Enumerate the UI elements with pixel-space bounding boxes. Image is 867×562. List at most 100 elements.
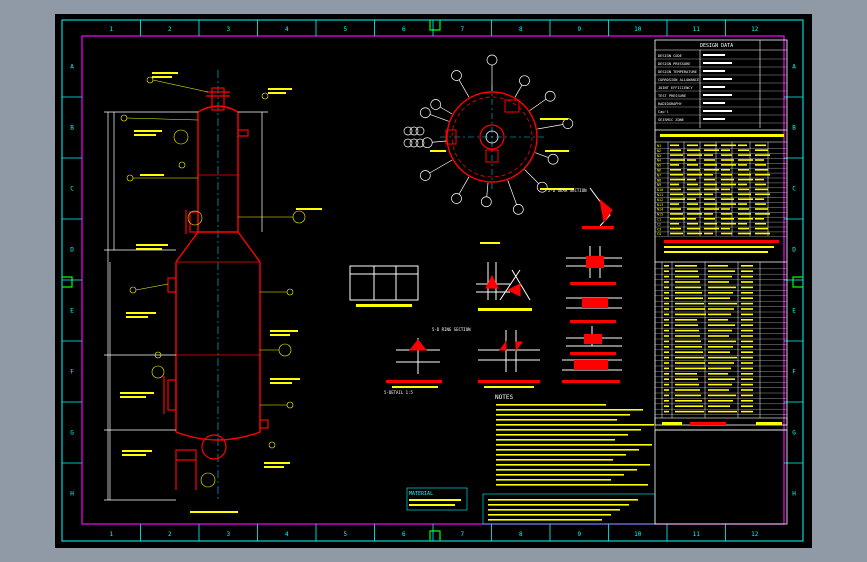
- nozzle-balloon: [451, 70, 462, 81]
- nozzle-balloon: [403, 138, 413, 148]
- general-notes: NOTES MATERIAL: [406, 394, 656, 525]
- design-data-label: JOINT EFFICIENCY: [658, 86, 693, 90]
- detail-caption-2: 5-D RING SECTION: [432, 327, 471, 332]
- top-nozzle[interactable]: [211, 87, 225, 111]
- detail-g[interactable]: [566, 297, 622, 323]
- nozzle-balloon: [519, 75, 530, 87]
- nozzle-mark: C1: [657, 218, 661, 222]
- column-label: 11: [693, 531, 701, 538]
- row-label: B: [70, 125, 74, 132]
- nozzle-balloon: [512, 204, 524, 215]
- conical-transition[interactable]: [175, 231, 261, 263]
- nozzle-balloon: [430, 99, 442, 110]
- detail-b[interactable]: [499, 269, 531, 301]
- elevation-annotation-marks: [120, 72, 322, 513]
- column-label: 6: [402, 26, 406, 33]
- nozzle-mark: N6: [657, 169, 661, 173]
- vessel-elevation-view[interactable]: [104, 70, 322, 513]
- nozzle-balloon: [544, 90, 556, 102]
- nozzle-mark: N12: [657, 198, 663, 202]
- nozzle-mark: N7: [657, 173, 661, 177]
- row-label: G: [792, 430, 796, 437]
- detail-e[interactable]: [582, 187, 614, 229]
- detail-h[interactable]: [566, 326, 622, 355]
- column-label: 5: [343, 26, 347, 33]
- nozzle-balloon: [536, 181, 548, 193]
- row-label: A: [792, 64, 796, 71]
- nozzle-orientation-view[interactable]: [403, 54, 574, 244]
- column-label: 4: [285, 26, 289, 33]
- design-data-label: RADIOGRAPHY: [658, 102, 683, 106]
- detail-caption-1: 2-D GEAR SECTION: [548, 188, 587, 193]
- nozzle-mark: N8: [657, 178, 661, 182]
- detail-d[interactable]: [478, 330, 540, 388]
- nozzle-balloon: [415, 138, 425, 148]
- design-data-label: SEISMIC ZONE: [658, 118, 684, 122]
- nozzle-balloon: [409, 126, 419, 136]
- centering-markers: [62, 20, 803, 541]
- nozzle-mark: N9: [657, 183, 661, 187]
- nozzle-mark: N2: [657, 149, 661, 153]
- nozzle-balloon: [409, 138, 419, 148]
- detail-c[interactable]: [386, 338, 442, 388]
- column-label: 12: [751, 531, 759, 538]
- row-label: A: [70, 64, 74, 71]
- row-label: B: [792, 125, 796, 132]
- shell-outer-circle[interactable]: [446, 91, 538, 183]
- nozzle-balloon: [486, 54, 498, 66]
- column-label: 2: [168, 531, 172, 538]
- nozzle-mark: N3: [657, 154, 661, 158]
- design-data-label: DESIGN PRESSURE: [658, 62, 690, 66]
- nozzle-balloon: [415, 126, 425, 136]
- column-label: 10: [634, 531, 642, 538]
- detail-captions: 2-D GEAR SECTION 5-D RING SECTION 5-DETA…: [384, 188, 587, 395]
- row-label: H: [792, 491, 796, 498]
- column-label: 1: [109, 26, 113, 33]
- dimension-lines: [104, 111, 268, 501]
- orientation-callouts: [403, 54, 574, 215]
- row-label: F: [792, 369, 796, 376]
- material-title: MATERIAL: [409, 491, 433, 497]
- column-label: 10: [634, 26, 642, 33]
- detail-caption-3: 5-DETAIL 1:5: [384, 390, 413, 395]
- nozzle-mark: N11: [657, 193, 663, 197]
- weld-details[interactable]: [349, 187, 622, 388]
- upper-shell[interactable]: [197, 105, 239, 233]
- outer-border: [61, 19, 804, 542]
- nozzle-balloon: [547, 153, 559, 165]
- column-label: 12: [751, 26, 759, 33]
- row-label: E: [70, 308, 74, 315]
- design-data-label: DESIGN TEMPERATURE: [658, 70, 697, 74]
- nozzle-mark: N10: [657, 188, 663, 192]
- column-label: 5: [343, 531, 347, 538]
- nozzle-mark: C3: [657, 227, 661, 231]
- nozzle-balloon: [419, 107, 431, 119]
- drawing-sheet: [55, 14, 812, 548]
- row-label: D: [792, 247, 796, 254]
- nozzle-balloon: [421, 137, 433, 149]
- design-data-label: CORROSION ALLOWANCE: [658, 78, 699, 82]
- nozzle-mark: N1: [657, 144, 661, 148]
- lower-shell[interactable]: [175, 262, 261, 441]
- column-label: 6: [402, 531, 406, 538]
- nozzle-mark: N13: [657, 203, 663, 207]
- nozzle-mark: N5: [657, 164, 661, 168]
- nozzle-mark: N15: [657, 213, 663, 217]
- row-label: F: [70, 369, 74, 376]
- side-nozzles[interactable]: [163, 129, 269, 490]
- column-label: 9: [577, 531, 581, 538]
- row-label: E: [792, 308, 796, 315]
- detail-f[interactable]: [566, 246, 622, 285]
- grid-ticks: [62, 20, 803, 541]
- detail-i[interactable]: [562, 359, 622, 383]
- column-label: 1: [109, 531, 113, 538]
- row-label: H: [70, 491, 74, 498]
- nozzle-balloon: [419, 170, 431, 181]
- row-label: C: [792, 186, 796, 193]
- column-label: 8: [519, 26, 523, 33]
- detail-a[interactable]: [476, 262, 532, 311]
